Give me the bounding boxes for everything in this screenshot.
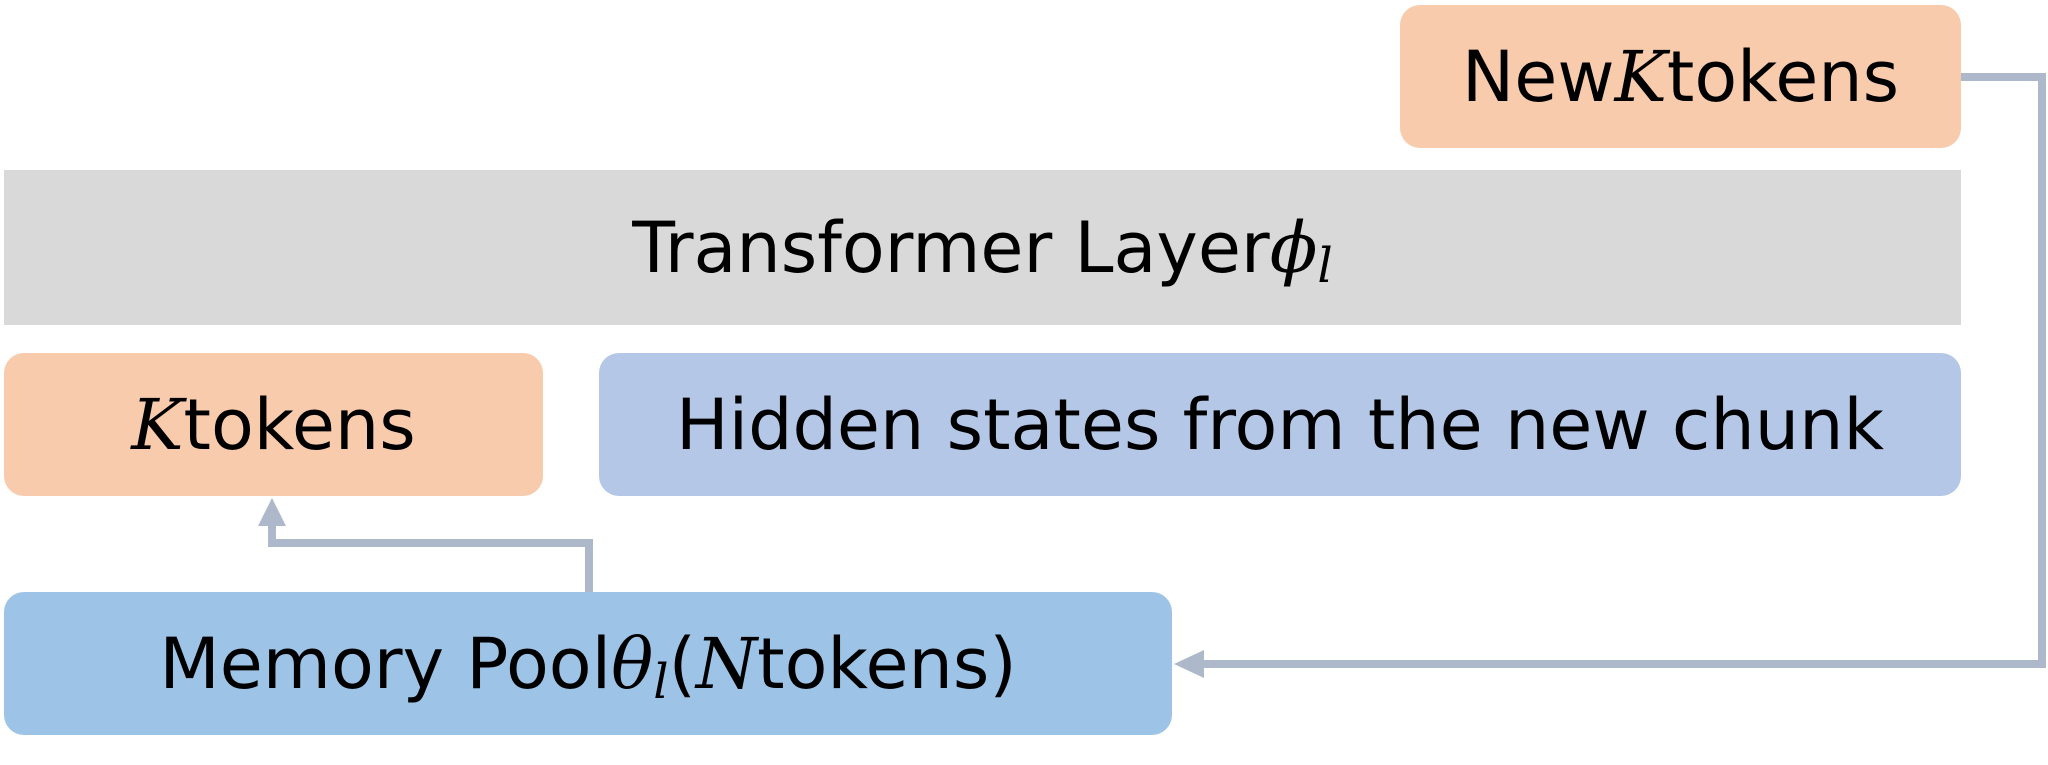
k-tokens-suffix: tokens [183, 383, 416, 466]
new-k-prefix: New [1461, 35, 1615, 118]
memory-pool-suffix: tokens) [757, 622, 1017, 705]
k-tokens-box: K tokens [4, 353, 543, 496]
memory-pool-label: Memory Pool [159, 622, 612, 705]
arrow-new-tokens-to-memory-pool [1200, 73, 2046, 668]
hidden-states-box: Hidden states from the new chunk [599, 353, 1961, 496]
new-k-tokens-box: New K tokens [1400, 5, 1961, 148]
phi-variable: ϕ [1269, 206, 1318, 289]
arrowhead-k-tokens [258, 498, 286, 526]
n-variable: N [695, 622, 758, 705]
k-variable: K [1614, 35, 1667, 118]
theta-subscript: l [653, 653, 669, 710]
memory-pool-open-paren: ( [668, 622, 696, 705]
arrowhead-memory-pool [1174, 650, 1204, 678]
hidden-states-label: Hidden states from the new chunk [675, 383, 1884, 466]
phi-subscript: l [1317, 237, 1333, 294]
transformer-label: Transformer Layer [632, 206, 1270, 289]
k-variable: K [131, 383, 184, 466]
theta-variable: θ [611, 622, 654, 705]
new-k-suffix: tokens [1666, 35, 1900, 118]
arrow-memory-pool-to-k-tokens [268, 524, 593, 592]
